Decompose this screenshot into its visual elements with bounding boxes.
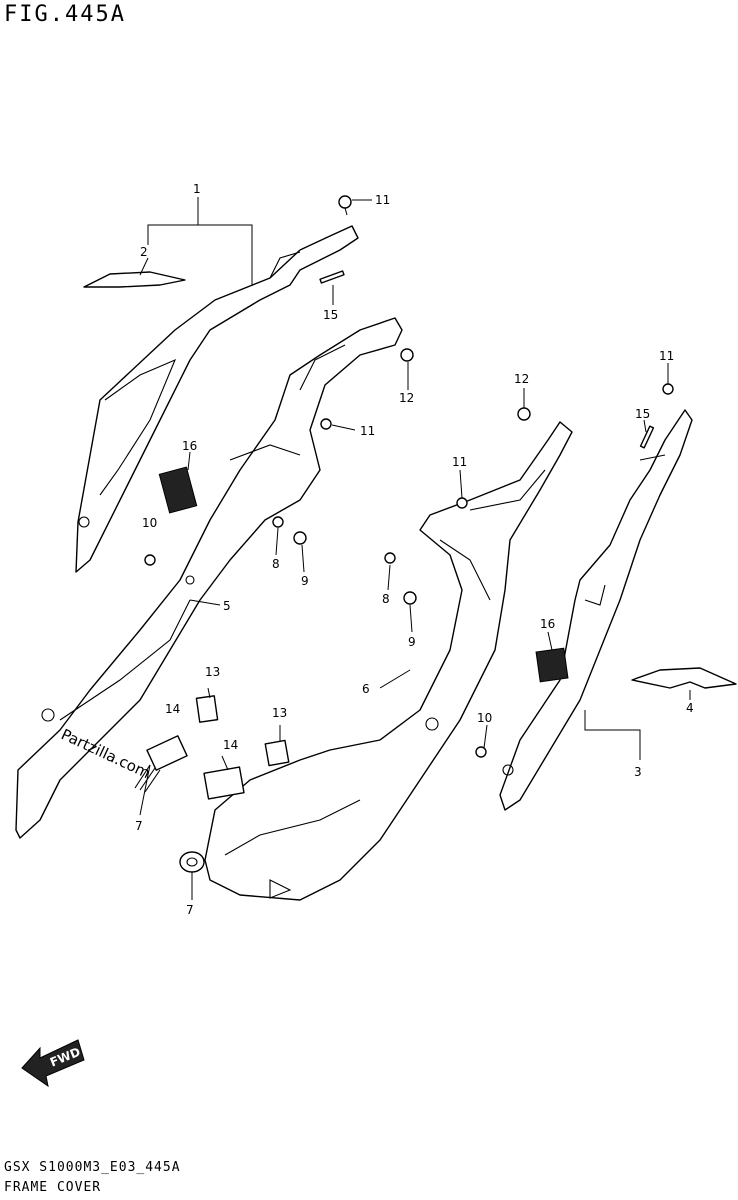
screw-11b xyxy=(320,418,332,430)
strip-15b xyxy=(639,425,655,449)
screw-11a xyxy=(338,195,352,216)
frame-cover-left-inner-5 xyxy=(15,317,403,839)
callout-2: 2 xyxy=(140,245,148,259)
callout-15a: 15 xyxy=(323,308,338,322)
diagram-code: GSX S1000M3_E03_445A xyxy=(4,1160,181,1175)
callout-14b: 14 xyxy=(223,738,238,752)
screw-11c xyxy=(456,497,468,509)
callout-13b: 13 xyxy=(272,706,287,720)
frame-cover-right-3 xyxy=(499,409,693,811)
callout-11c: 11 xyxy=(452,455,467,469)
clip-12b xyxy=(517,407,531,421)
screw-8b xyxy=(384,552,396,564)
strip-15a xyxy=(319,270,345,284)
clip-12a xyxy=(400,348,414,362)
trim-piece-4 xyxy=(631,667,737,689)
pad-13a xyxy=(195,695,219,723)
grommet-7b xyxy=(179,851,205,873)
callout-12a: 12 xyxy=(399,391,414,405)
callout-10b: 10 xyxy=(477,711,492,725)
callout-11d: 11 xyxy=(659,349,674,363)
callout-1: 1 xyxy=(193,182,201,196)
callout-10a: 10 xyxy=(142,516,157,530)
screw-10b xyxy=(475,746,487,758)
callout-5: 5 xyxy=(223,599,231,613)
pad-14a xyxy=(146,735,188,771)
callout-15b: 15 xyxy=(635,407,650,421)
callout-8b: 8 xyxy=(382,592,390,606)
callout-labels: 1 2 11 15 12 11 16 10 8 9 5 13 14 7 13 1… xyxy=(135,182,694,917)
pad-13b xyxy=(264,739,290,767)
callout-7a: 7 xyxy=(135,819,143,833)
callout-3: 3 xyxy=(634,765,642,779)
callout-12b: 12 xyxy=(514,372,529,386)
callout-11b: 11 xyxy=(360,424,375,438)
callout-8a: 8 xyxy=(272,557,280,571)
screw-8a xyxy=(272,516,284,528)
label-pad-16a xyxy=(535,647,569,683)
callout-7b: 7 xyxy=(186,903,194,917)
leader-lines xyxy=(139,197,691,900)
collar-9b xyxy=(403,591,417,605)
pad-14b xyxy=(203,766,245,800)
callout-16a: 16 xyxy=(182,439,197,453)
figure-title: FIG.445A xyxy=(4,2,126,27)
callout-4: 4 xyxy=(686,701,694,715)
callout-11a: 11 xyxy=(375,193,390,207)
screw-10a xyxy=(144,554,156,566)
frame-cover-center-6 xyxy=(204,421,573,901)
frame-cover-left-upper xyxy=(75,225,359,573)
trim-piece-2 xyxy=(83,271,186,288)
callout-13a: 13 xyxy=(205,665,220,679)
callout-14a: 14 xyxy=(165,702,180,716)
callout-6: 6 xyxy=(362,682,370,696)
callout-9b: 9 xyxy=(408,635,416,649)
diagram-caption: FRAME COVER xyxy=(4,1180,102,1195)
callout-9a: 9 xyxy=(301,574,309,588)
screw-11d xyxy=(662,383,674,395)
collar-9a xyxy=(293,531,307,545)
callout-16b: 16 xyxy=(540,617,555,631)
fwd-arrow-icon: FWD xyxy=(21,1039,85,1088)
